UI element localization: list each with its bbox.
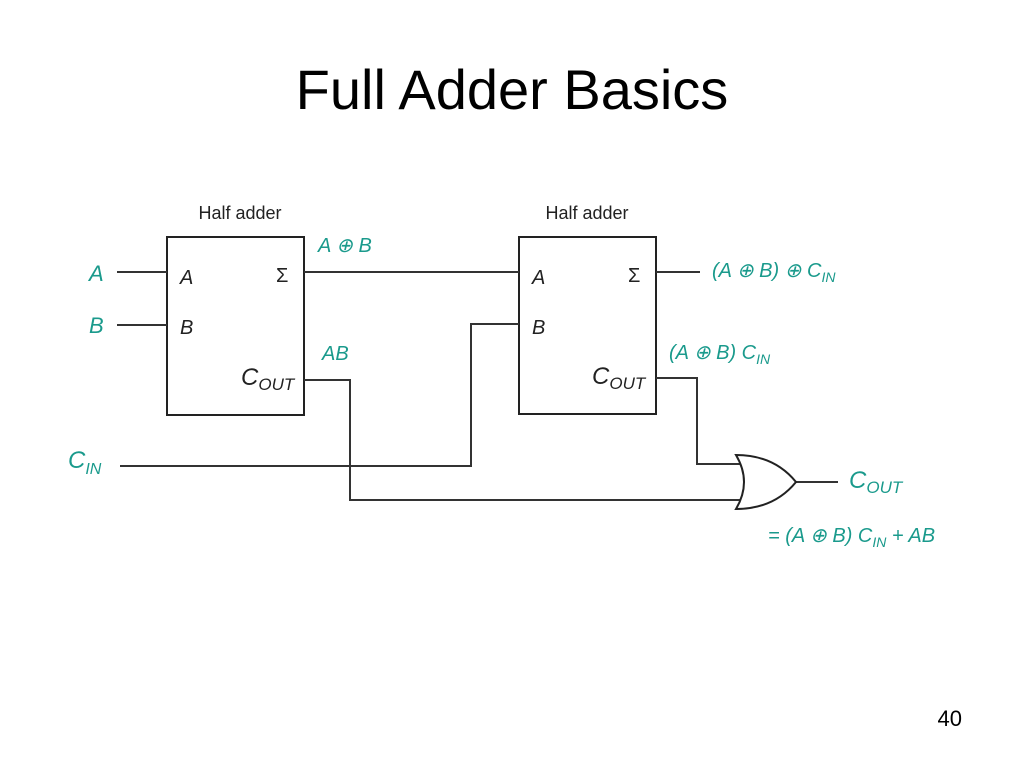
input-a-label: A [87, 261, 104, 286]
carry2-label: (A ⊕ B) CIN [669, 342, 771, 367]
cout-output-label: COUT [849, 467, 904, 497]
wire-cin-to-ha2 [120, 323, 519, 467]
ha2-input-a-label: A [531, 267, 545, 289]
sum-output-label: (A ⊕ B) ⊕ CIN [712, 260, 836, 285]
ha1-input-b-label: B [180, 317, 193, 339]
half-adder-2-header: Half adder [545, 203, 628, 223]
ha1-input-a-label: A [179, 267, 193, 289]
ha1-sum-label: Σ [276, 265, 288, 287]
cin-input-label: CIN [68, 447, 102, 478]
cout-equation-label: = (A ⊕ B) CIN + AB [768, 525, 935, 550]
page-number: 40 [937, 706, 962, 731]
slide-title: Full Adder Basics [295, 58, 729, 121]
half-adder-2-block [518, 236, 657, 415]
and-ab-label: AB [321, 343, 349, 365]
half-adder-1-header: Half adder [198, 203, 281, 223]
ha1-cout-label: COUT [241, 364, 296, 394]
wire-cout1-to-or [304, 379, 742, 501]
ha2-cout-label: COUT [592, 363, 647, 393]
ha2-sum-label: Σ [628, 265, 640, 287]
xor-ab-label: A ⊕ B [317, 235, 372, 257]
wire-cout2-to-or [656, 377, 742, 465]
or-gate [734, 453, 798, 511]
half-adder-1-block [166, 236, 305, 416]
ha2-input-b-label: B [532, 317, 545, 339]
input-b-label: B [89, 313, 104, 338]
